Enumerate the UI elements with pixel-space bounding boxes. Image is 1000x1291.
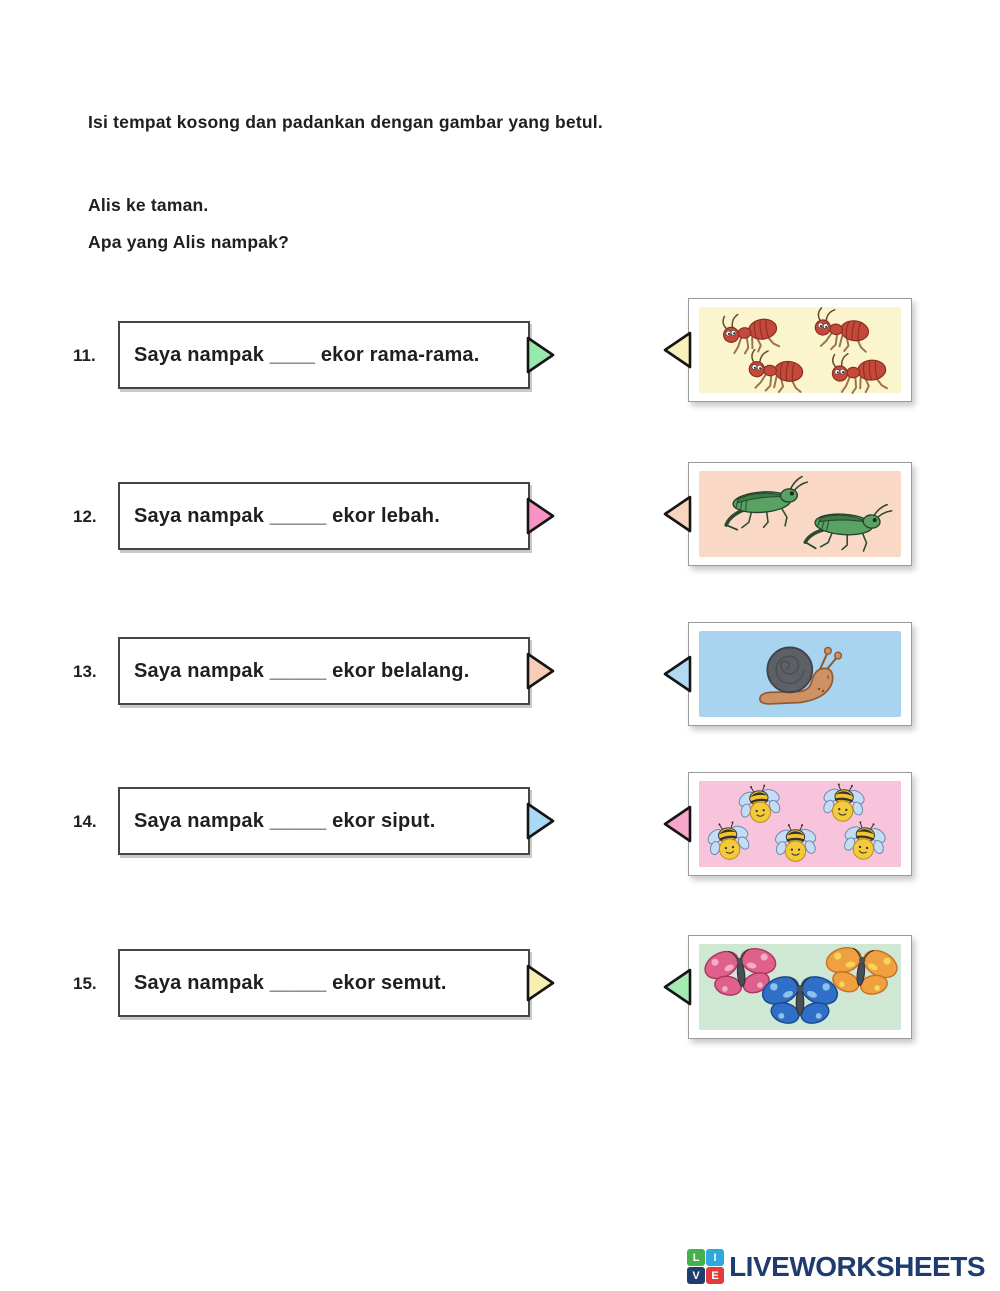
picture-card-snail [663, 622, 912, 726]
sentence-text-11: Saya nampak ____ ekor rama-rama. [134, 343, 480, 366]
bee-icon [773, 820, 819, 867]
picture-grasshoppers [699, 471, 901, 557]
bee-icon [703, 815, 755, 868]
picture-card-butterflies [663, 935, 912, 1039]
sentence-box-15[interactable]: Saya nampak _____ ekor semut. [118, 949, 555, 1017]
sentence-text-14: Saya nampak _____ ekor siput. [134, 809, 436, 832]
picture-ants [699, 307, 901, 393]
sentence-text-12: Saya nampak _____ ekor lebah. [134, 504, 440, 527]
grasshopper-icon [790, 492, 896, 556]
sentence-box-12[interactable]: Saya nampak _____ ekor lebah. [118, 482, 555, 550]
match-arrow-butterflies[interactable] [662, 966, 692, 1008]
question-row-14: 14. Saya nampak _____ ekor siput. [73, 787, 555, 855]
question-number-14: 14. [73, 811, 97, 831]
match-arrow-q12[interactable] [526, 495, 556, 537]
intro-line-2: Apa yang Alis nampak? [88, 232, 289, 252]
picture-card-ants [663, 298, 912, 402]
sentence-text-15: Saya nampak _____ ekor semut. [134, 971, 447, 994]
bee-icon [839, 815, 891, 868]
question-number-12: 12. [73, 506, 97, 526]
match-arrow-q13[interactable] [526, 650, 556, 692]
instruction-text: Isi tempat kosong dan padankan dengan ga… [88, 112, 603, 132]
logo-cell-v: V [687, 1267, 706, 1284]
sentence-box-14[interactable]: Saya nampak _____ ekor siput. [118, 787, 555, 855]
picture-card-grasshoppers [663, 462, 912, 566]
question-number-13: 13. [73, 661, 97, 681]
liveworksheets-icon: L I V E [687, 1249, 725, 1284]
picture-snail [699, 631, 901, 717]
ant-icon [739, 342, 813, 398]
question-row-13: 13. Saya nampak _____ ekor belalang. [73, 637, 555, 705]
logo-cell-e: E [706, 1267, 725, 1284]
match-arrow-q14[interactable] [526, 800, 556, 842]
picture-butterflies [699, 944, 901, 1030]
intro-line-1: Alis ke taman. [88, 195, 209, 215]
match-arrow-q15[interactable] [526, 962, 556, 1004]
sentence-text-13: Saya nampak _____ ekor belalang. [134, 659, 470, 682]
logo-cell-l: L [687, 1249, 706, 1266]
snail-icon [749, 638, 851, 713]
match-arrow-q11[interactable] [526, 334, 556, 376]
ant-icon [822, 344, 895, 398]
sentence-box-13[interactable]: Saya nampak _____ ekor belalang. [118, 637, 555, 705]
match-arrow-snail[interactable] [662, 653, 692, 695]
question-row-11: 11. Saya nampak ____ ekor rama-rama. [73, 321, 555, 389]
butterfly-icon [818, 938, 903, 1005]
liveworksheets-wordmark: LIVEWORKSHEETS [729, 1250, 985, 1282]
sentence-box-11[interactable]: Saya nampak ____ ekor rama-rama. [118, 321, 555, 389]
logo-cell-i: I [706, 1249, 725, 1266]
question-row-12: 12. Saya nampak _____ ekor lebah. [73, 482, 555, 550]
liveworksheets-logo: L I V E LIVEWORKSHEETS [687, 1249, 985, 1284]
picture-card-bees [663, 772, 912, 876]
match-arrow-grasshoppers[interactable] [662, 493, 692, 535]
match-arrow-bees[interactable] [662, 803, 692, 845]
question-number-11: 11. [73, 345, 96, 365]
match-arrow-ants[interactable] [662, 329, 692, 371]
picture-bees [699, 781, 901, 867]
question-row-15: 15. Saya nampak _____ ekor semut. [73, 949, 555, 1017]
question-number-15: 15. [73, 973, 97, 993]
